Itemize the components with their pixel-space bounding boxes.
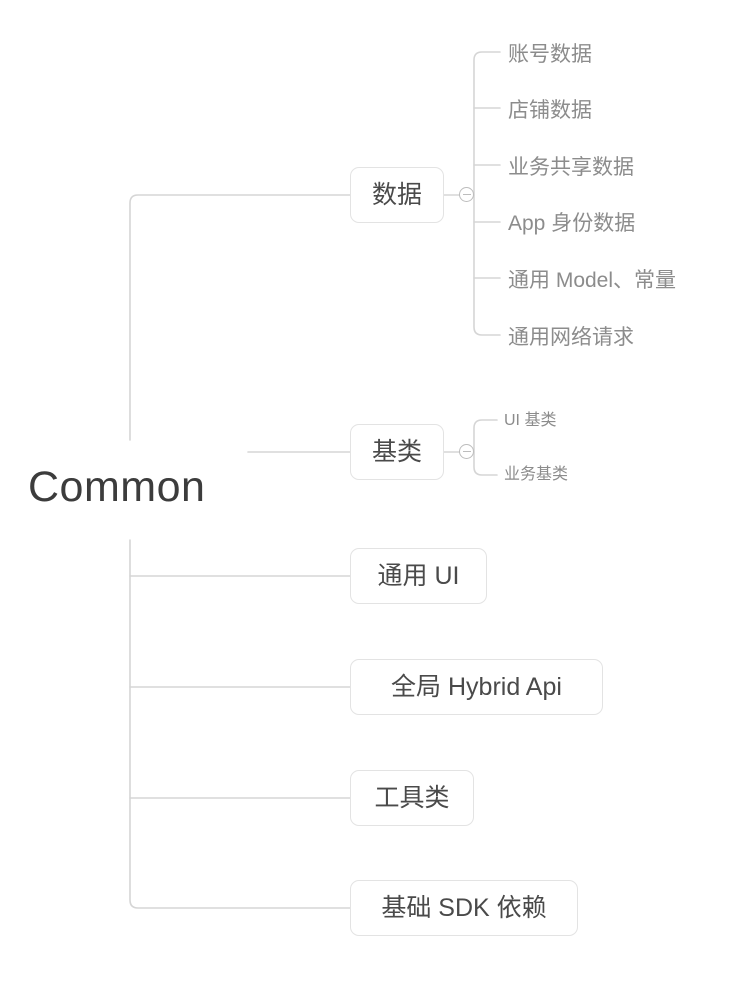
edge-base-to-uibase (473, 419, 498, 453)
branch-node-sdk-label: 基础 SDK 依赖 (381, 893, 547, 922)
edge-root-to-data (129, 194, 351, 441)
branch-node-tools-label: 工具类 (374, 783, 450, 812)
edge-root-to-sdk (129, 539, 351, 909)
leaf-node-bizbase[interactable]: 业务基类 (504, 466, 569, 483)
root-node-label: Common (28, 462, 206, 511)
branch-node-tools[interactable]: 工具类 (350, 770, 474, 826)
branch-node-hybrid[interactable]: 全局 Hybrid Api (350, 659, 603, 715)
collapse-toggle-data-minus-circle-icon[interactable] (459, 187, 474, 202)
branch-node-ui[interactable]: 通用 UI (350, 548, 487, 604)
branch-node-data-label: 数据 (371, 180, 422, 209)
leaf-node-uibase[interactable]: UI 基类 (504, 412, 557, 429)
root-node[interactable]: Common (28, 460, 238, 514)
leaf-node-business[interactable]: 业务共享数据 (508, 156, 634, 179)
edge-data-to-account (473, 51, 501, 196)
leaf-node-account[interactable]: 账号数据 (508, 43, 592, 66)
leaf-node-model[interactable]: 通用 Model、常量 (508, 269, 677, 292)
branch-node-base[interactable]: 基类 (350, 424, 444, 480)
edge-base-to-bizbase (473, 451, 498, 476)
leaf-node-appid[interactable]: App 身份数据 (508, 212, 636, 235)
leaf-node-network[interactable]: 通用网络请求 (508, 326, 634, 349)
leaf-node-shop[interactable]: 店铺数据 (508, 99, 592, 122)
branch-node-data[interactable]: 数据 (350, 167, 444, 223)
edge-data-to-network (473, 194, 501, 336)
branch-node-hybrid-label: 全局 Hybrid Api (391, 672, 562, 701)
branch-node-base-label: 基类 (371, 437, 422, 466)
branch-node-ui-label: 通用 UI (377, 561, 460, 590)
collapse-toggle-base-minus-circle-icon[interactable] (459, 444, 474, 459)
branch-node-sdk[interactable]: 基础 SDK 依赖 (350, 880, 578, 936)
